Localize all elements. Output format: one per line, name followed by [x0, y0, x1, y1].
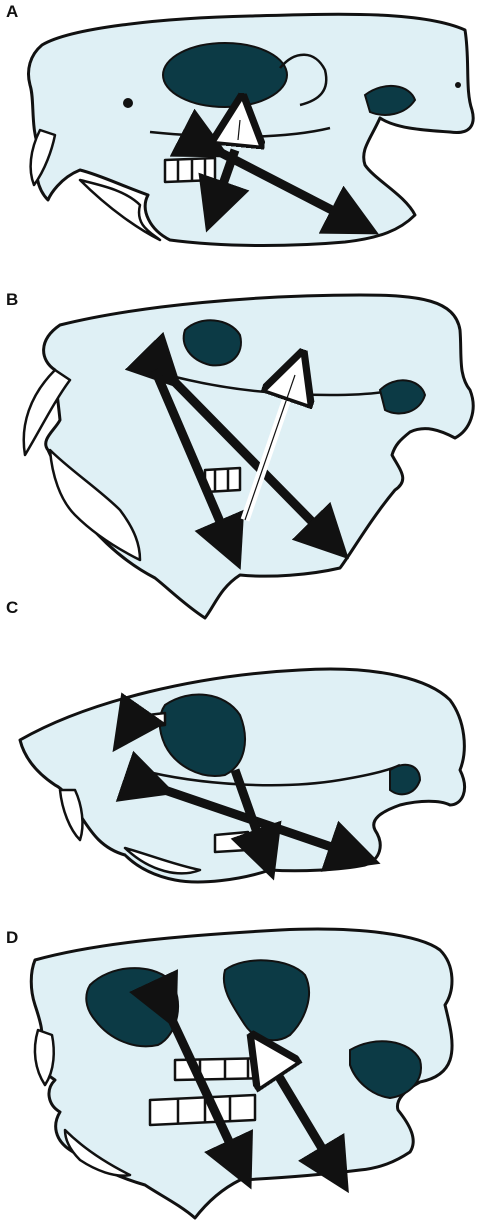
panel-label-a: A: [6, 2, 18, 22]
panel-a-skull: [29, 14, 474, 245]
panel-c-skull: [20, 669, 465, 882]
panel-b-skull: [24, 295, 473, 618]
panel-d-skull: [31, 929, 452, 1218]
panel-label-c: C: [6, 598, 18, 618]
panel-label-d: D: [6, 928, 18, 948]
panel-label-b: B: [6, 290, 18, 310]
